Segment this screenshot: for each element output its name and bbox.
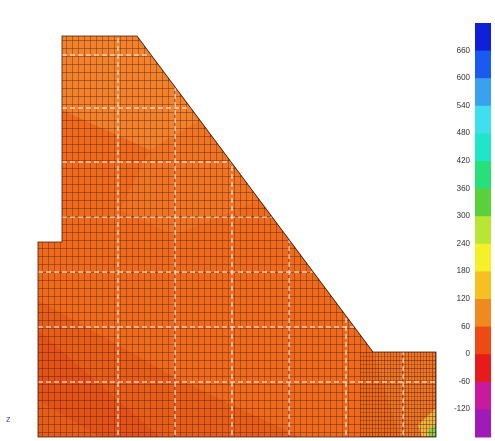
legend-swatch <box>475 50 491 79</box>
legend-swatch <box>475 133 491 162</box>
legend-tick-label: 180 <box>456 266 470 276</box>
legend-swatch <box>475 161 491 190</box>
legend-swatch <box>475 326 491 355</box>
legend-swatch <box>475 271 491 300</box>
legend-tick-label: 0 <box>465 349 470 359</box>
legend-color-bar <box>475 23 491 438</box>
legend-tick-label: 540 <box>456 100 470 110</box>
legend-swatch <box>475 78 491 107</box>
dam-cross-section <box>38 36 436 437</box>
legend-swatch <box>475 381 491 410</box>
legend-swatch <box>475 299 491 328</box>
legend-tick-label: 360 <box>456 183 470 193</box>
legend-tick-label: -60 <box>458 376 470 386</box>
legend-tick-label: 240 <box>456 238 470 248</box>
legend-swatch <box>475 354 491 383</box>
legend-tick-label: 480 <box>456 128 470 138</box>
legend-swatch <box>475 409 491 438</box>
legend-swatch <box>475 105 491 134</box>
legend-swatch <box>475 216 491 245</box>
legend-tick-label: 300 <box>456 211 470 221</box>
legend-swatch <box>475 23 491 52</box>
legend-tick-label: 120 <box>456 294 470 303</box>
legend-tick-label: 600 <box>456 73 470 83</box>
legend-tick-label: 60 <box>461 321 470 331</box>
fe-mesh-refined-toe <box>360 352 436 437</box>
legend-swatch <box>475 243 491 272</box>
legend-tick-label: 420 <box>456 156 470 165</box>
legend-tick-label: -120 <box>453 404 470 414</box>
axis-marker-icon: z <box>6 414 11 424</box>
dam-outline <box>37 35 437 438</box>
legend-tick-label: 660 <box>456 45 470 55</box>
legend-swatch <box>475 188 491 217</box>
